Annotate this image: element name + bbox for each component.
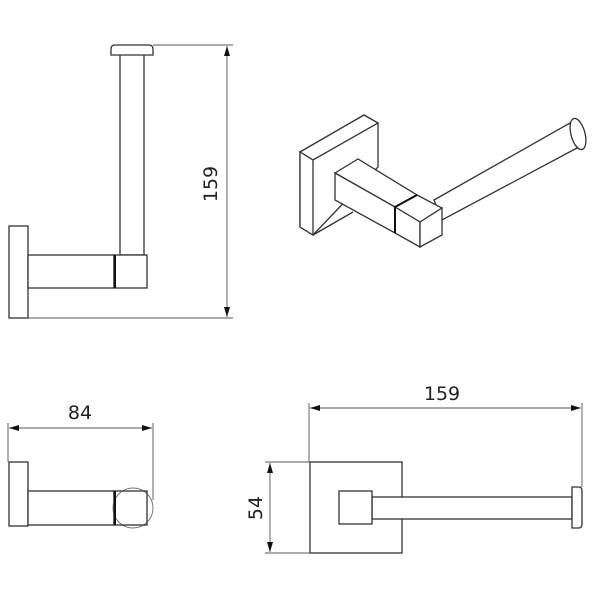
iso-rod xyxy=(433,122,578,221)
rod-cap xyxy=(110,44,154,56)
front-view: 159 54 xyxy=(245,383,583,554)
side-view-depth: 84 xyxy=(7,402,154,529)
end-block xyxy=(113,490,148,526)
iso-cap xyxy=(569,117,587,151)
dimension-height-label: 159 xyxy=(200,166,222,202)
side-view-vertical: 159 xyxy=(8,44,233,319)
rod xyxy=(119,53,145,256)
rod xyxy=(371,496,573,520)
wall-plate xyxy=(8,461,29,527)
end-block xyxy=(113,254,148,289)
dimension-front-height-label: 54 xyxy=(245,496,267,520)
end-block xyxy=(338,490,373,525)
wall-plate xyxy=(8,225,29,319)
rod-cap-outline xyxy=(112,487,154,529)
dimension-width-label: 159 xyxy=(424,383,460,405)
arm xyxy=(27,490,115,526)
isometric-view xyxy=(298,114,587,249)
rod-cap xyxy=(571,486,583,529)
arm xyxy=(27,254,115,289)
dimension-depth-label: 84 xyxy=(68,402,92,424)
